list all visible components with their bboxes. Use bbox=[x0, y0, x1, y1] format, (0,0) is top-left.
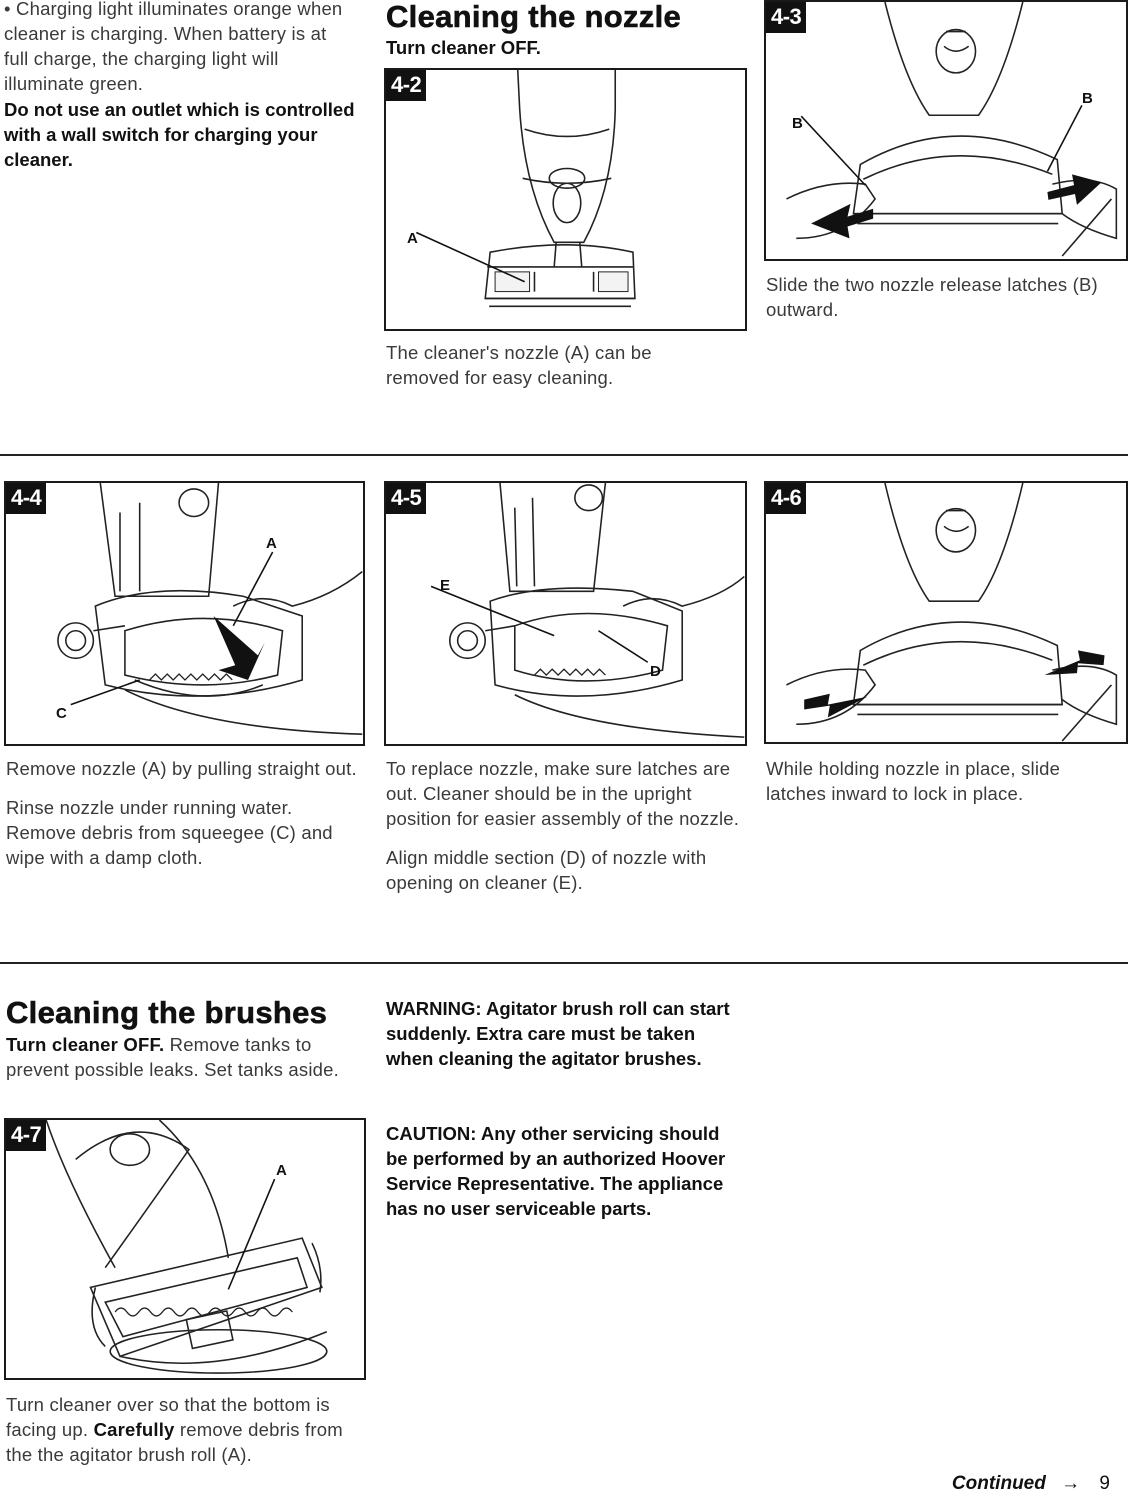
latch-release-illustration bbox=[786, 2, 1118, 257]
remove-nozzle-illustration bbox=[57, 483, 363, 735]
servicing-caution: CAUTION: Any other servicing should be p… bbox=[386, 1123, 726, 1219]
figure-4-5: 4-5 E D bbox=[384, 481, 747, 746]
figure-4-2-caption: The cleaner's nozzle (A) can be removed … bbox=[386, 342, 652, 388]
figure-4-5-caption: To replace nozzle, make sure latches are… bbox=[386, 756, 748, 909]
nozzle-turn-off: Turn cleaner OFF. bbox=[386, 37, 541, 58]
remove-nozzle-text: Remove nozzle (A) by pulling straight ou… bbox=[6, 758, 357, 779]
replace-nozzle-illustration bbox=[430, 483, 745, 738]
figure-badge: 4-2 bbox=[386, 70, 427, 101]
section-divider bbox=[0, 962, 1128, 964]
label-d: D bbox=[650, 663, 661, 680]
label-a: A bbox=[276, 1162, 287, 1179]
page-footer: Continued → 9 bbox=[952, 1473, 1110, 1495]
label-e: E bbox=[440, 577, 451, 594]
brushes-section-title: Cleaning the brushes bbox=[6, 995, 328, 1030]
vacuum-nozzle-illustration bbox=[415, 70, 636, 308]
label-b-right: B bbox=[1082, 90, 1093, 107]
continued-arrow-icon: → bbox=[1061, 1473, 1081, 1494]
label-a: A bbox=[266, 535, 277, 552]
align-nozzle-text: Align middle section (D) of nozzle with … bbox=[386, 847, 707, 893]
figure-4-3: 4-3 B B bbox=[764, 0, 1128, 261]
brushes-intro: Turn cleaner OFF. Remove tanks to preven… bbox=[6, 1032, 356, 1082]
figure-badge: 4-6 bbox=[766, 483, 807, 514]
agitator-warning: WARNING: Agitator brush roll can start s… bbox=[386, 998, 730, 1069]
figure-4-2: 4-2 A bbox=[384, 68, 747, 331]
replace-nozzle-text: To replace nozzle, make sure latches are… bbox=[386, 758, 740, 829]
figure-badge: 4-7 bbox=[6, 1120, 47, 1151]
figure-4-4-caption: Remove nozzle (A) by pulling straight ou… bbox=[6, 756, 366, 884]
section-divider bbox=[0, 454, 1128, 456]
nozzle-section-title: Cleaning the nozzle bbox=[386, 0, 682, 34]
figure-4-7-caption: Turn cleaner over so that the bottom is … bbox=[6, 1392, 366, 1467]
figure-4-7: 4-7 A bbox=[4, 1118, 366, 1380]
figure-badge: 4-4 bbox=[6, 483, 47, 514]
figure-4-4: 4-4 A C bbox=[4, 481, 365, 746]
rinse-nozzle-text: Rinse nozzle under running water. Remove… bbox=[6, 797, 333, 868]
figure-badge: 4-3 bbox=[766, 2, 807, 33]
figure-4-6: 4-6 bbox=[764, 481, 1128, 744]
carefully-emphasis: Carefully bbox=[93, 1419, 175, 1440]
continued-label: Continued bbox=[951, 1473, 1046, 1494]
label-c: C bbox=[56, 705, 67, 722]
brushes-remove-tanks: Remove tanks to prevent possible leaks. … bbox=[6, 1034, 339, 1080]
agitator-brush-illustration bbox=[45, 1120, 328, 1374]
intro-bullet: • Charging light illuminates orange when… bbox=[4, 0, 354, 96]
lock-latches-illustration bbox=[786, 483, 1118, 742]
figure-4-6-caption: While holding nozzle in place, slide lat… bbox=[766, 758, 1061, 804]
label-a: A bbox=[407, 230, 418, 247]
outlet-warning: Do not use an outlet which is controlled… bbox=[4, 99, 355, 170]
charging-light-text: • Charging light illuminates orange when… bbox=[4, 0, 343, 94]
figure-4-3-caption: Slide the two nozzle release latches (B)… bbox=[766, 274, 1098, 320]
remove-debris-text: remove debris from the the agitator brus… bbox=[6, 1419, 343, 1465]
label-b-left: B bbox=[792, 115, 803, 132]
page-number: 9 bbox=[1099, 1473, 1110, 1494]
figure-badge: 4-5 bbox=[386, 483, 427, 514]
turn-over-text: Turn cleaner over so that the bottom is … bbox=[6, 1394, 330, 1440]
brushes-turn-off: Turn cleaner OFF. bbox=[6, 1034, 165, 1055]
